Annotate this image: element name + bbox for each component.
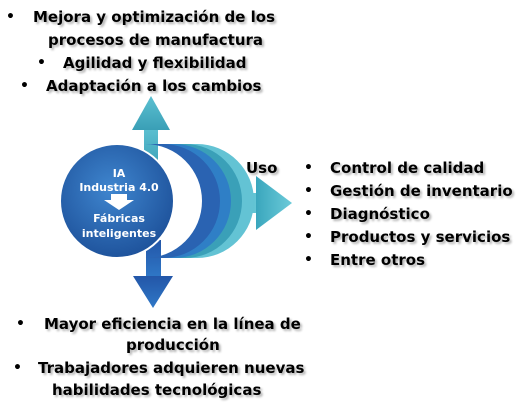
down-arrow-icon <box>133 240 173 308</box>
bottom-bullet-2: • <box>13 360 22 376</box>
top-bullet-3: • <box>20 78 29 94</box>
center-line-1: IA <box>113 167 126 180</box>
bottom-item-2a: Trabajadores adquieren nuevas <box>38 359 305 377</box>
use-item-2: Gestión de inventario <box>330 182 513 200</box>
bottom-item-1b: producción <box>126 336 220 354</box>
top-bullet-2: • <box>37 55 46 71</box>
use-bullet-2: • <box>304 183 313 199</box>
top-bullet-1: • <box>6 9 15 25</box>
ring-arcs <box>145 144 254 258</box>
use-item-4: Productos y servicios <box>330 228 511 246</box>
top-item-3: Adaptación a los cambios <box>46 77 262 95</box>
top-item-1a: Mejora y optimización de los <box>33 8 276 26</box>
bottom-item-1a: Mayor eficiencia en la línea de <box>44 315 301 333</box>
bottom-item-2b: habilidades tecnológicas <box>52 381 262 399</box>
top-item-2: Agilidad y flexibilidad <box>63 54 247 72</box>
bottom-bullet-1: • <box>16 316 25 332</box>
use-item-1: Control de calidad <box>330 159 485 177</box>
uso-label: Uso <box>246 159 278 177</box>
small-down-arrow-icon <box>104 194 134 210</box>
use-bullet-5: • <box>304 252 313 268</box>
use-bullet-3: • <box>304 206 313 222</box>
use-bullet-4: • <box>304 229 313 245</box>
use-item-3: Diagnóstico <box>330 205 430 223</box>
center-line-2: Industria 4.0 <box>79 181 159 194</box>
use-bullet-1: • <box>304 160 313 176</box>
top-item-1b: procesos de manufactura <box>48 31 264 49</box>
use-item-5: Entre otros <box>330 251 425 269</box>
center-line-3: Fábricas <box>93 212 145 225</box>
center-line-4: inteligentes <box>82 227 157 240</box>
